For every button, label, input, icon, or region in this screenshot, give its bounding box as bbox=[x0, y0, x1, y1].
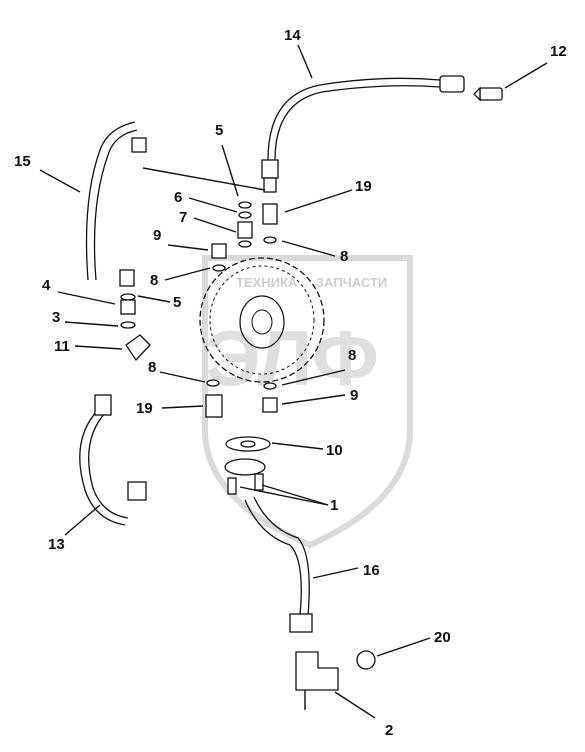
callout-6: 6 bbox=[174, 189, 182, 206]
callout-12: 12 bbox=[550, 43, 567, 60]
fittings-center bbox=[211, 201, 278, 272]
callout-4: 4 bbox=[42, 277, 51, 294]
hose-13 bbox=[79, 394, 147, 526]
fitting-12 bbox=[473, 86, 503, 102]
callouts: 1 2 3 4 5 5 6 7 8 8 8 8 9 9 10 11 12 13 … bbox=[14, 27, 567, 739]
oring-20 bbox=[356, 650, 376, 670]
fittings-left bbox=[120, 293, 136, 329]
callout-19-bottom: 19 bbox=[136, 400, 153, 417]
watermark-logo: ЭЛФ bbox=[205, 314, 379, 402]
elbow-11 bbox=[125, 334, 151, 362]
elbow-2 bbox=[295, 651, 339, 710]
callout-8-right-bottom: 8 bbox=[348, 347, 356, 364]
callout-8-left-bottom: 8 bbox=[148, 359, 156, 376]
callout-5-top: 5 bbox=[215, 122, 223, 139]
callout-2: 2 bbox=[385, 722, 393, 739]
callout-10: 10 bbox=[326, 442, 343, 459]
callout-15: 15 bbox=[14, 153, 31, 170]
callout-19-top: 19 bbox=[355, 178, 372, 195]
callout-5-left: 5 bbox=[173, 294, 181, 311]
callout-11: 11 bbox=[54, 338, 70, 355]
pipe-16 bbox=[244, 496, 313, 633]
hose-14 bbox=[261, 75, 465, 193]
callout-16: 16 bbox=[363, 562, 380, 579]
callout-8-right-top: 8 bbox=[340, 248, 348, 265]
watermark: ТЕХНИКА ЗАПЧАСТИ ЭЛФ bbox=[202, 255, 413, 549]
leaders bbox=[39, 44, 548, 719]
callout-13: 13 bbox=[48, 536, 65, 553]
watermark-line2: ЗАПЧАСТИ bbox=[316, 275, 387, 290]
callout-9-left: 9 bbox=[153, 227, 161, 244]
hose-15 bbox=[85, 121, 147, 287]
callout-7: 7 bbox=[179, 209, 187, 226]
flange-assembly bbox=[224, 436, 271, 495]
fittings-lower bbox=[205, 379, 278, 418]
callout-9-right: 9 bbox=[350, 387, 358, 404]
watermark-line1: ТЕХНИКА bbox=[236, 275, 298, 290]
callout-3: 3 bbox=[52, 309, 60, 326]
callout-1: 1 bbox=[330, 497, 338, 514]
callout-8-left-top: 8 bbox=[150, 272, 158, 289]
callout-14: 14 bbox=[284, 27, 301, 44]
callout-20: 20 bbox=[434, 629, 451, 646]
housing bbox=[199, 257, 325, 383]
